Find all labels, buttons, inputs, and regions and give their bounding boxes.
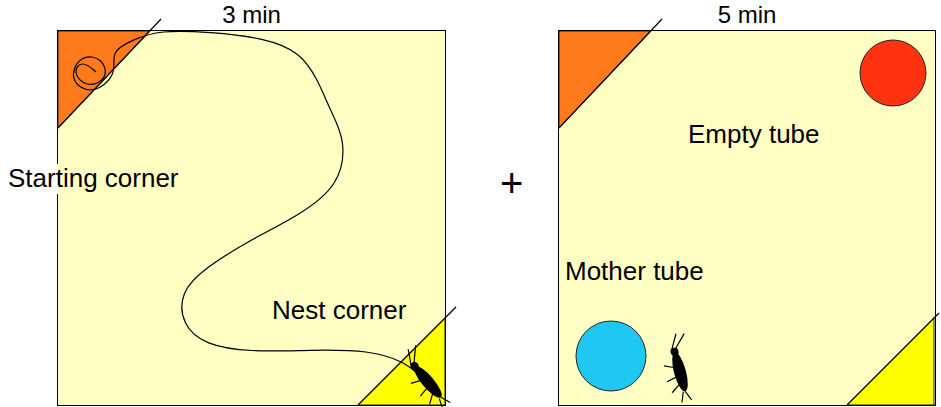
earwig-figure — [392, 344, 458, 407]
earwig-figure — [656, 332, 702, 405]
starting-corner-shape — [559, 19, 662, 128]
area-label: Mother tube — [565, 257, 704, 287]
corner-wall — [559, 19, 662, 128]
walking-track — [73, 31, 420, 376]
arena-panel: 5 min — [558, 30, 936, 406]
duration-title: 5 min — [559, 2, 935, 28]
arena-panel: 3 min — [57, 30, 446, 406]
nest-corner-shape — [847, 313, 939, 405]
tube-circle — [576, 321, 646, 391]
corner-wall — [847, 313, 939, 405]
area-label: Starting corner — [8, 164, 179, 194]
tube-circle — [860, 40, 926, 106]
area-label: Nest corner — [272, 296, 406, 326]
area-label: Empty tube — [688, 120, 820, 150]
arena-floor — [558, 30, 936, 406]
arena-floor — [57, 30, 446, 406]
area-label: + — [500, 160, 523, 206]
duration-title: 3 min — [58, 2, 445, 28]
